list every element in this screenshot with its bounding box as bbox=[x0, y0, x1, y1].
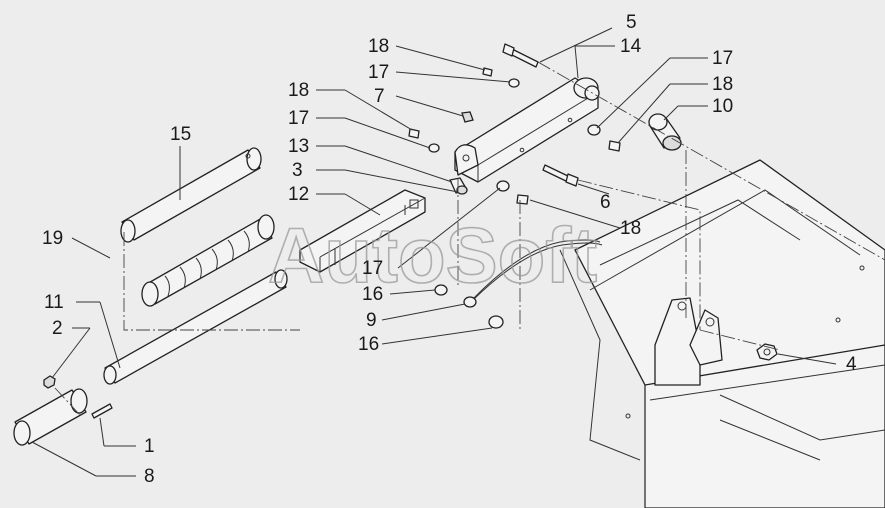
spring-19 bbox=[141, 214, 275, 307]
callout-19: 19 bbox=[42, 228, 63, 249]
callout-17: 17 bbox=[368, 62, 389, 83]
bolt-6 bbox=[542, 164, 579, 187]
callout-14: 14 bbox=[620, 36, 642, 57]
callout-13: 13 bbox=[288, 136, 309, 157]
callout-5: 5 bbox=[626, 12, 637, 33]
callout-9: 9 bbox=[366, 310, 377, 331]
watermark: AutoSoft bbox=[268, 211, 597, 299]
center-lines bbox=[54, 61, 885, 416]
bracket-12 bbox=[299, 189, 426, 273]
callout-10: 10 bbox=[712, 96, 733, 117]
bolt-1 bbox=[91, 403, 113, 419]
cable-9 bbox=[463, 239, 603, 308]
callout-6: 6 bbox=[600, 192, 611, 213]
callout-4: 4 bbox=[846, 354, 857, 375]
callout-11: 11 bbox=[44, 292, 64, 313]
tube-15 bbox=[120, 147, 262, 243]
callout-18: 18 bbox=[712, 74, 733, 95]
callout-3: 3 bbox=[292, 160, 303, 181]
leader-lines bbox=[31, 27, 837, 477]
callout-16: 16 bbox=[362, 284, 383, 305]
callout-7: 7 bbox=[374, 86, 385, 107]
callout-1: 1 bbox=[144, 436, 155, 457]
callout-17: 17 bbox=[288, 108, 309, 129]
small-hardware-right bbox=[587, 124, 621, 152]
callout-18: 18 bbox=[288, 80, 309, 101]
callout-18: 18 bbox=[368, 36, 389, 57]
bolt-5 bbox=[502, 43, 539, 68]
callout-12: 12 bbox=[288, 184, 309, 205]
washer-16b bbox=[488, 315, 504, 329]
callout-15: 15 bbox=[170, 124, 191, 145]
pin-8 bbox=[13, 388, 88, 446]
small-hardware-top bbox=[408, 67, 520, 153]
frame-body bbox=[559, 159, 885, 508]
callout-18: 18 bbox=[620, 218, 641, 239]
bushing-10 bbox=[648, 113, 682, 151]
callout-16: 16 bbox=[358, 334, 379, 355]
rod-11 bbox=[103, 269, 288, 385]
small-hardware-middle bbox=[449, 177, 529, 205]
callout-17: 17 bbox=[712, 48, 733, 69]
callout-8: 8 bbox=[144, 466, 155, 487]
callout-labels: 5 14 18 17 7 17 18 10 18 17 13 3 12 15 1… bbox=[42, 12, 857, 487]
callout-17: 17 bbox=[362, 258, 383, 279]
nut-2 bbox=[43, 375, 56, 389]
arm-14 bbox=[454, 77, 600, 183]
callout-2: 2 bbox=[52, 318, 63, 339]
